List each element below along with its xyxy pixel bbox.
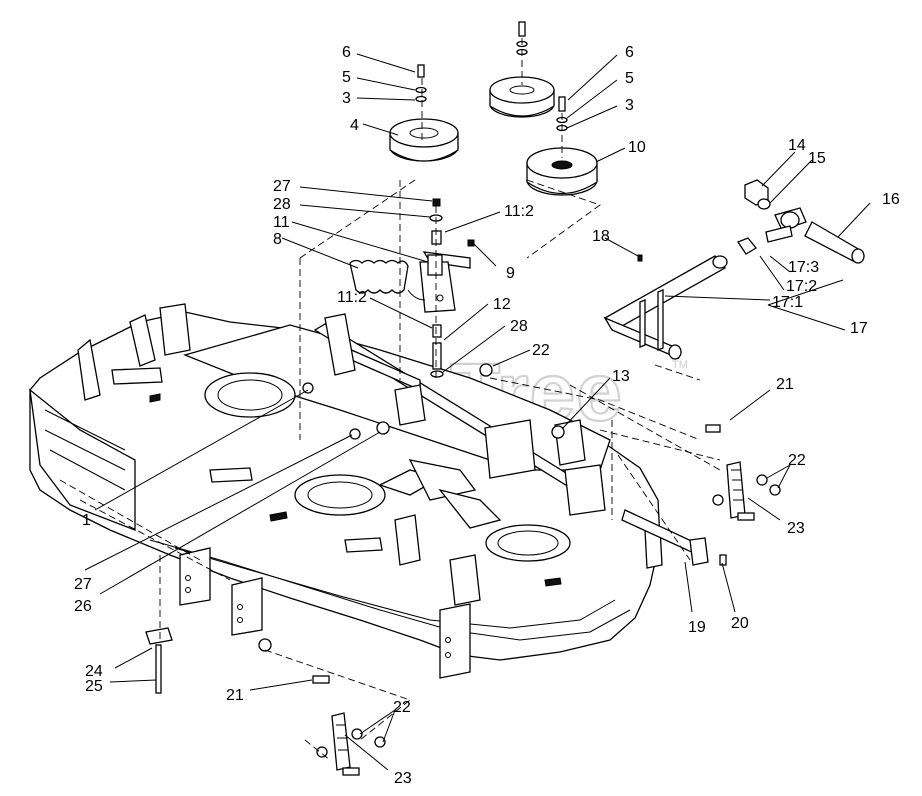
leader-lines	[84, 53, 871, 771]
callout-21-bottom: 21	[226, 687, 244, 704]
lower-bolt-assembly	[145, 627, 173, 694]
callout-15: 15	[808, 150, 826, 167]
idler-arm-assembly	[349, 239, 475, 313]
callout-1: 1	[82, 512, 91, 529]
callout-11-2-mid: 11:2	[337, 289, 367, 306]
callout-17-1: 17:1	[772, 294, 803, 311]
callout-13: 13	[612, 368, 630, 385]
callout-4: 4	[350, 117, 359, 134]
callout-14: 14	[788, 137, 806, 154]
pulley-left	[389, 118, 459, 162]
callout-5-left: 5	[342, 69, 351, 86]
callout-27-bottom: 27	[74, 576, 92, 593]
callout-9: 9	[506, 265, 515, 282]
front-mounting-plates	[179, 527, 663, 679]
pulley-center	[489, 76, 555, 118]
right-bracket-assembly	[705, 424, 781, 521]
callout-11-2-top: 11:2	[504, 203, 534, 220]
callout-6-left: 6	[342, 44, 351, 61]
callout-17: 17	[850, 320, 868, 337]
front-bracket-assembly	[312, 675, 386, 776]
callout-17-3: 17:3	[788, 259, 819, 276]
mower-deck-housing	[29, 303, 661, 661]
callout-23-right: 23	[787, 520, 805, 537]
callout-8: 8	[273, 231, 282, 248]
callout-18: 18	[592, 228, 610, 245]
pulley-hardware	[415, 21, 568, 378]
callout-21-right: 21	[776, 376, 794, 393]
callout-24: 24	[85, 663, 103, 680]
callout-10: 10	[628, 139, 646, 156]
callout-3-left: 3	[342, 90, 351, 107]
idler-pulley-right	[526, 147, 598, 196]
callout-22-bottom: 22	[393, 699, 411, 716]
callout-22-top: 22	[532, 342, 550, 359]
callout-17-2: 17:2	[786, 278, 817, 295]
callout-22-right: 22	[788, 452, 806, 469]
push-bar-assembly	[603, 254, 728, 360]
watermark-trademark: TM	[672, 359, 688, 371]
callout-11: 11	[273, 214, 290, 231]
callout-12: 12	[493, 296, 511, 313]
callout-5-right: 5	[625, 70, 634, 87]
loose-nuts	[258, 363, 565, 652]
callout-labels: 6 5 3 4 6 5 3 10 27 28 11 8 11:2 9 11:2 …	[74, 44, 900, 787]
callout-28-mid: 28	[510, 318, 528, 335]
rear-shaft-assembly	[621, 509, 727, 566]
callout-19: 19	[688, 619, 706, 636]
callout-23-bottom: 23	[394, 770, 412, 787]
callout-3-right: 3	[625, 97, 634, 114]
callout-28-top: 28	[273, 196, 291, 213]
callout-16: 16	[882, 191, 900, 208]
tension-rod-assembly	[737, 179, 865, 264]
callout-6-right: 6	[625, 44, 634, 61]
callout-26: 26	[74, 598, 92, 615]
callout-27-top: 27	[273, 178, 291, 195]
callout-20: 20	[731, 615, 749, 632]
callout-25: 25	[85, 678, 103, 695]
alignment-lines	[59, 38, 721, 761]
